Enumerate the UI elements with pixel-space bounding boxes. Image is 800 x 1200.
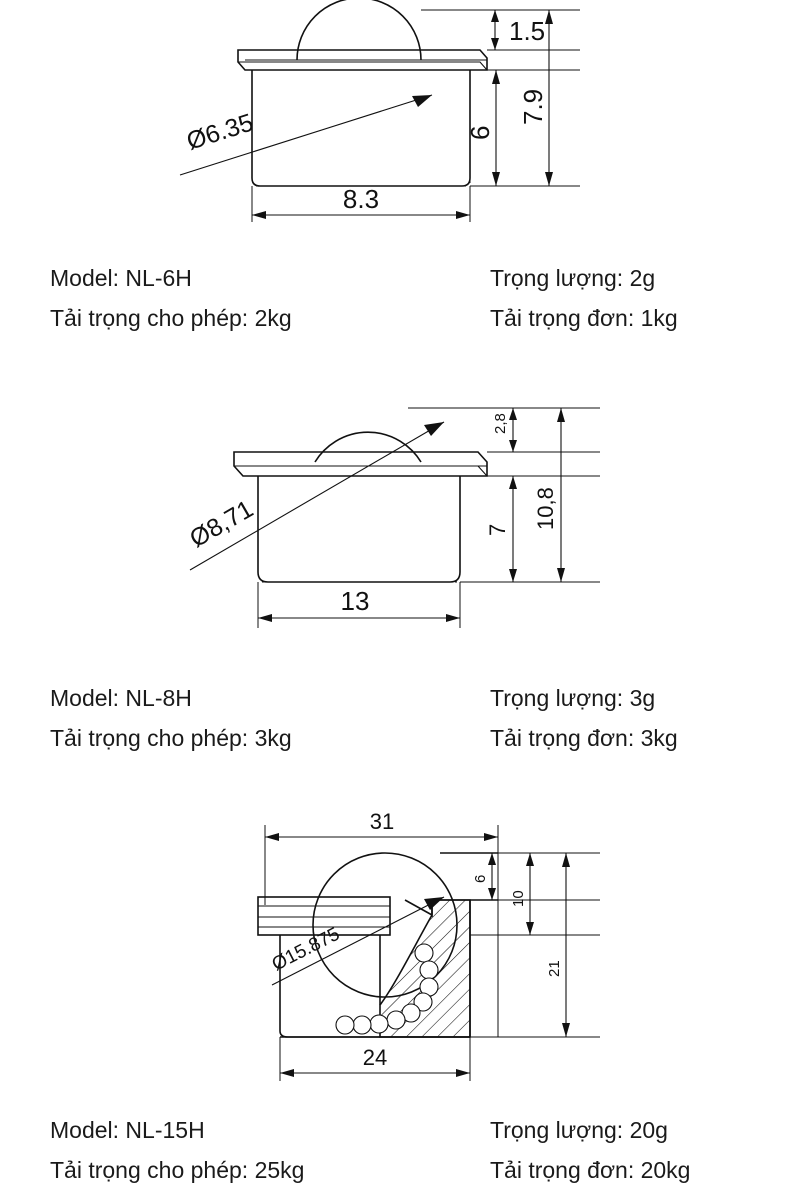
dim-label-flange-width: 31 [370,809,394,834]
drawing-svg-nl-8h: Ø8,71 2,8 7 10,8 [185,407,600,628]
arrow-upper-top [526,853,534,866]
arrow-width-right [446,614,460,622]
technical-drawing-nl-8h: Ø8,71 2,8 7 10,8 [0,390,800,650]
arrow-body-top [492,70,500,84]
drawing-svg-nl-6h: Ø6.35 1.5 6 7.9 [179,0,580,222]
weight-value: Trọng lượng: 3g [490,685,656,711]
arrow-dome-top [509,408,517,420]
dim-label-body-width: 8.3 [343,184,379,214]
dim-label-overall-height: 10,8 [533,487,558,530]
product-block-nl-6h: Ø6.35 1.5 6 7.9 [0,0,800,340]
arrow-overall-top [557,408,565,422]
product-block-nl-8h: Ø8,71 2,8 7 10,8 [0,390,800,760]
diameter-leader-line [189,421,445,571]
dim-label-body-width: 24 [363,1045,387,1070]
single-load-value: Tải trọng đơn: 20kg [490,1157,691,1183]
flange-lower-edge [238,61,488,71]
flange-lower-edge [234,465,488,477]
dim-label-overall-height: 21 [546,960,563,977]
diameter-leader-line [271,896,445,986]
dim-label-overall-height: 7.9 [518,89,548,125]
arrow-body-width-left [280,1069,294,1077]
drawing-svg-nl-15h: 31 [257,809,600,1081]
diameter-leader-arrow [424,422,444,436]
arrow-overall-bottom [562,1023,570,1037]
arrow-dome-bottom [509,440,517,452]
body-outline [257,476,461,583]
arrow-flange-width-left [265,833,279,841]
hatch-chamfer [404,899,433,916]
arrow-width-left [258,614,272,622]
dim-label-body-height: 7 [485,524,510,536]
ball-diameter-label: Ø8,71 [185,495,258,553]
arrow-flange-width-right [484,833,498,841]
arrow-upper-bottom [526,922,534,935]
weight-value: Trọng lượng: 2g [490,265,656,291]
bearing-ball-ring [335,943,439,1035]
arrow-overall-bottom [545,172,553,186]
arrow-width-right [456,211,470,219]
capacity-value: Tải trọng cho phép: 2kg [50,305,292,331]
body-outline [251,70,471,187]
arrow-overall-top [545,10,553,24]
ball-dome-outline [296,0,422,61]
arrow-overall-bottom [557,568,565,582]
arrow-body-top [509,476,517,489]
arrow-body-bottom [492,172,500,186]
left-flange-bar [257,896,391,936]
arrow-body-bottom [509,569,517,582]
flange-plate [233,451,488,477]
arrow-overall-top [562,853,570,867]
ball-dome-outline [314,431,422,463]
arrow-flange-h-bottom [488,888,496,900]
spec-table-nl-15h: Model: NL-15H Trọng lượng: 20g Tải trọng… [0,1110,800,1190]
ball-diameter-label: Ø6.35 [183,108,256,155]
spec-row-load: Tải trọng cho phép: 25kg Tải trọng đơn: … [0,1150,800,1190]
spec-row-load: Tải trọng cho phép: 2kg Tải trọng đơn: 1… [0,298,800,338]
spec-table-nl-6h: Model: NL-6H Trọng lượng: 2g Tải trọng c… [0,258,800,338]
arrow-dome-top [491,10,499,22]
spec-row-model: Model: NL-8H Trọng lượng: 3g [0,678,800,718]
dim-label-body-height: 6 [465,126,495,140]
model-value: Model: NL-8H [50,685,192,711]
technical-drawing-nl-15h: 31 [0,805,800,1090]
diameter-leader-line [179,94,433,176]
single-load-value: Tải trọng đơn: 1kg [490,305,678,331]
dim-label-flange-height: 6 [472,875,489,883]
dim-label-upper-height: 10 [510,890,527,907]
technical-drawing-nl-6h: Ø6.35 1.5 6 7.9 [0,0,800,240]
dim-label-body-width: 13 [341,586,370,616]
arrow-width-left [252,211,266,219]
capacity-value: Tải trọng cho phép: 25kg [50,1157,305,1183]
diameter-leader-arrow [424,897,444,910]
spec-row-model: Model: NL-15H Trọng lượng: 20g [0,1110,800,1150]
diameter-leader-arrow [412,95,432,107]
model-value: Model: NL-6H [50,265,192,291]
capacity-value: Tải trọng cho phép: 3kg [50,725,292,751]
spec-table-nl-8h: Model: NL-8H Trọng lượng: 3g Tải trọng c… [0,678,800,758]
weight-value: Trọng lượng: 20g [490,1117,668,1143]
single-load-value: Tải trọng đơn: 3kg [490,725,678,751]
arrow-flange-h-top [488,853,496,865]
product-block-nl-15h: 31 [0,805,800,1200]
dim-label-dome-height: 2,8 [492,413,509,434]
arrow-body-width-right [456,1069,470,1077]
model-value: Model: NL-15H [50,1117,205,1143]
spec-row-load: Tải trọng cho phép: 3kg Tải trọng đơn: 3… [0,718,800,758]
arrow-dome-bottom [491,38,499,50]
dim-label-dome-height: 1.5 [509,16,545,46]
spec-row-model: Model: NL-6H Trọng lượng: 2g [0,258,800,298]
